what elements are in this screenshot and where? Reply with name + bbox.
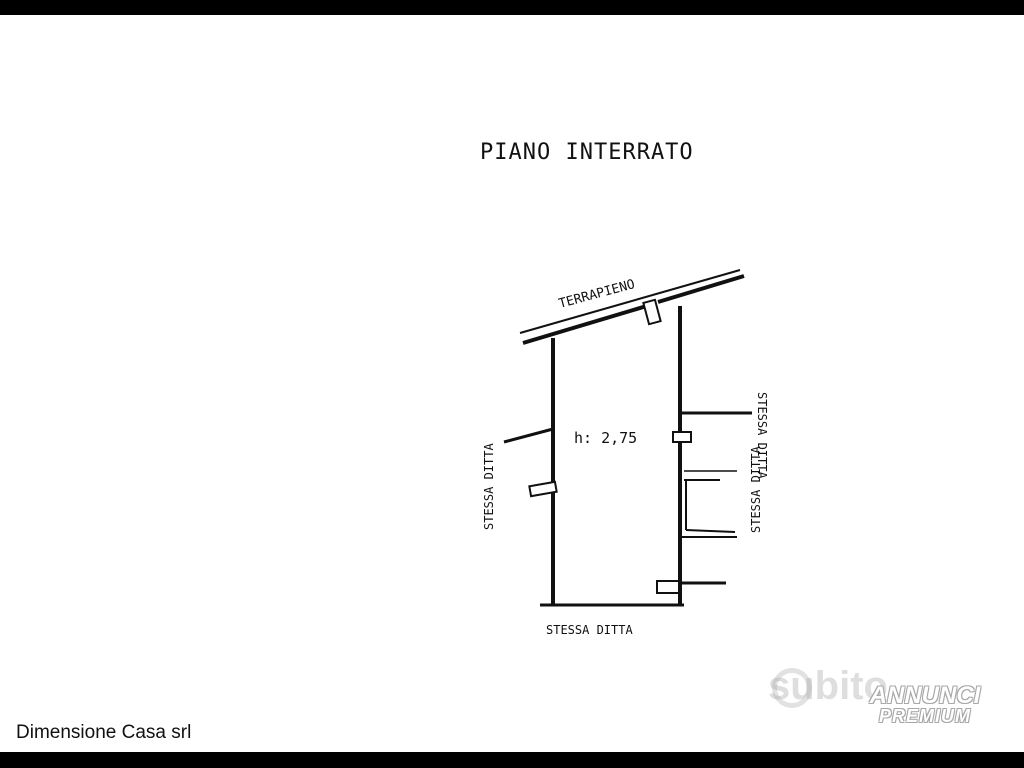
label-terrapieno: TERRAPIENO bbox=[557, 277, 637, 312]
terrapieno-boundary bbox=[519, 269, 745, 345]
label-bottom-neighbor: STESSA DITTA bbox=[546, 623, 633, 637]
label-left-neighbor: STESSA DITTA bbox=[482, 443, 496, 530]
annunci-premium-badge: ANNUNCI PREMIUM bbox=[850, 684, 1000, 727]
label-right-neighbor-lower: STESSA DITTA bbox=[749, 446, 763, 533]
bottom-black-bar bbox=[0, 752, 1024, 768]
subito-logo-icon bbox=[772, 668, 812, 708]
label-right-neighbor-upper: STESSA DITTA bbox=[755, 392, 769, 479]
adjacent-walls bbox=[503, 411, 752, 585]
room-walls bbox=[540, 306, 684, 607]
floor-plan-title: PIANO INTERRATO bbox=[480, 140, 694, 165]
badge-line-premium: PREMIUM bbox=[879, 706, 971, 726]
subito-watermark: subito bbox=[768, 664, 888, 708]
top-black-bar bbox=[0, 0, 1024, 15]
wall-fixtures bbox=[528, 298, 692, 594]
agency-name: Dimensione Casa srl bbox=[16, 722, 192, 743]
badge-line-annunci: ANNUNCI bbox=[869, 682, 981, 709]
label-ceiling-height: h: 2,75 bbox=[574, 429, 637, 447]
